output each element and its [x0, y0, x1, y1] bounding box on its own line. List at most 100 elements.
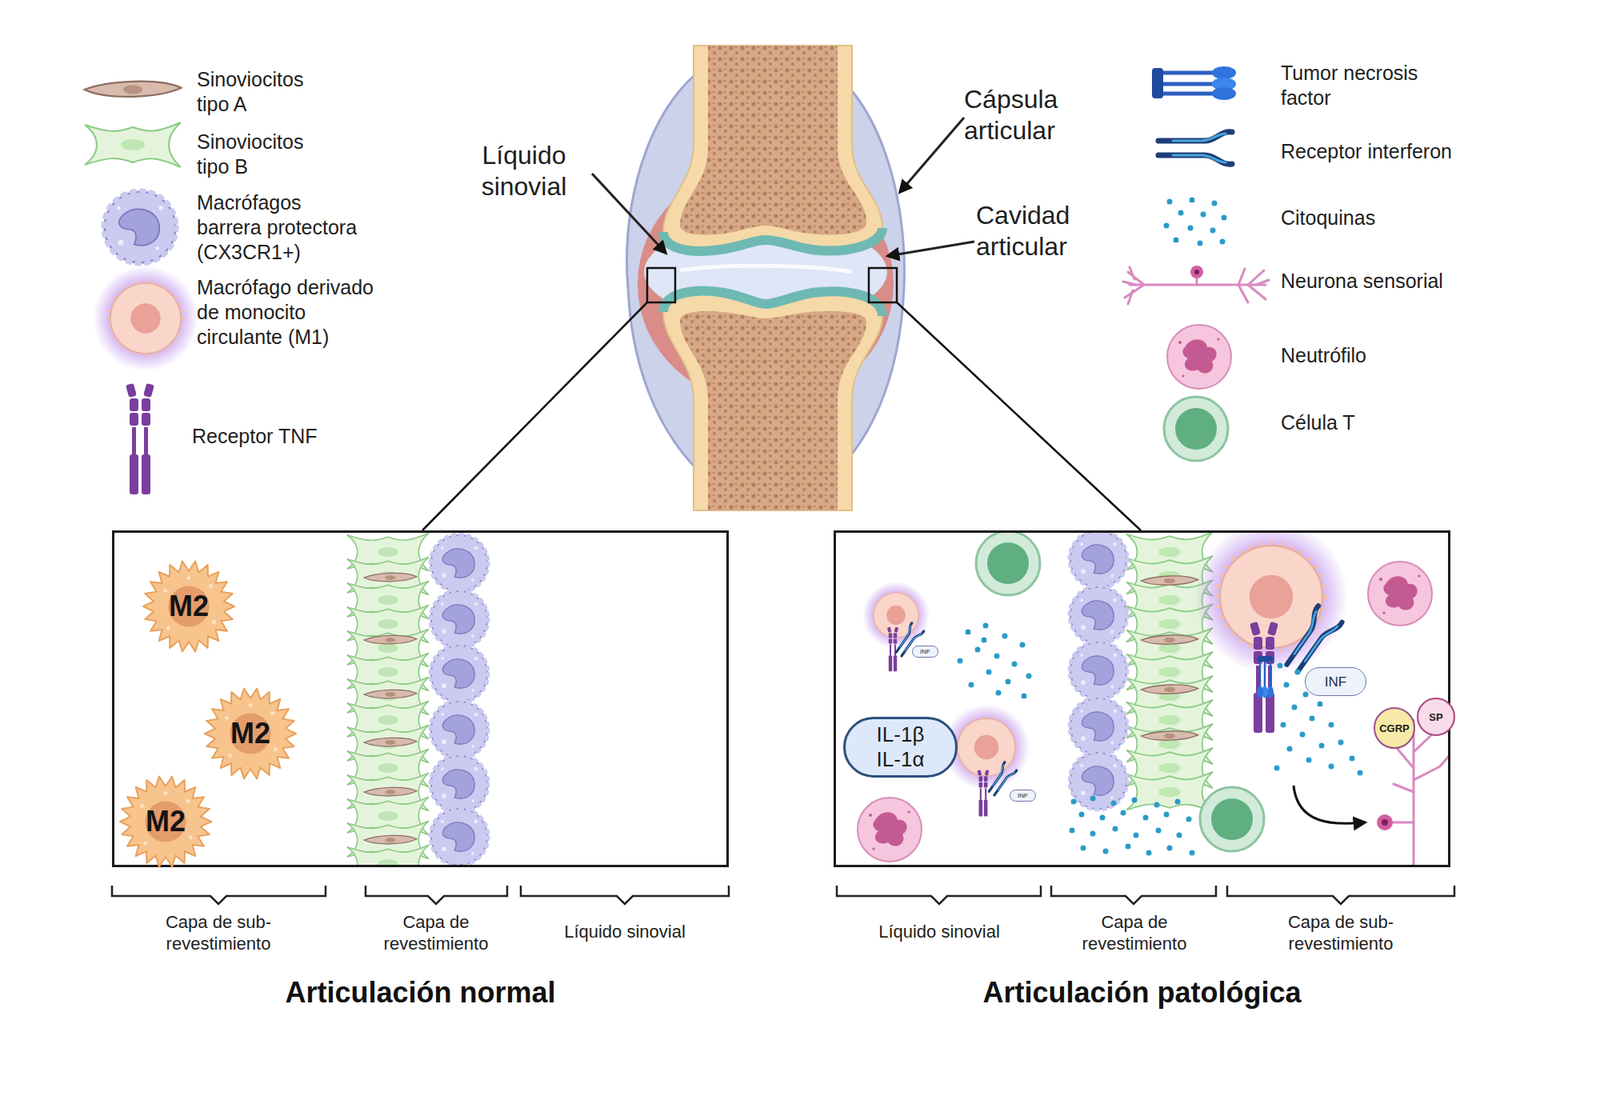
pathological-content [1103, 848, 1109, 855]
legend-item: Receptor TNF [192, 424, 368, 449]
node-text: INF [920, 648, 931, 656]
interferon-pill: INF [1304, 667, 1367, 696]
legend-samples [1158, 132, 1232, 164]
layer-label: Capa de sub-revestimiento [130, 912, 307, 956]
joint-illustration [680, 311, 867, 511]
legend-samples [1152, 66, 1236, 100]
legend-samples [84, 81, 182, 97]
legend-item: Macrófagos barrera protectora (CX3CR1+) [196, 190, 369, 265]
pathological-content [1328, 764, 1335, 770]
legend-samples [1212, 200, 1218, 207]
layer-brackets [520, 885, 729, 904]
pathological-content [1069, 697, 1128, 756]
pathological-content [976, 531, 1040, 596]
pathological-content [1338, 740, 1344, 746]
pathological-content [1080, 845, 1087, 852]
layer-brackets [836, 885, 1041, 904]
m2-granule [273, 747, 278, 752]
layer-label: Capa de sub-revestimiento [1252, 912, 1429, 956]
legend-item: Receptor interferon [1280, 139, 1521, 164]
pathological-content [1133, 832, 1140, 839]
pathological-content [1186, 816, 1192, 823]
m2-granule [270, 711, 275, 716]
normal-lining [430, 808, 488, 866]
m2-body [120, 776, 212, 868]
m2-granule [164, 791, 168, 796]
pathological-content [1132, 797, 1138, 804]
legend-text: Citoquinas [1280, 206, 1376, 229]
pathological-content [994, 653, 1000, 660]
pathological-content [1071, 799, 1077, 805]
pathological-content [1357, 770, 1364, 776]
node-text: M2 [230, 716, 271, 751]
normal-lining [364, 572, 417, 581]
pathological-content [887, 627, 899, 672]
pathological-content [1002, 633, 1008, 640]
pathological-content [857, 797, 922, 862]
pathological-content [968, 682, 975, 688]
pathological-content [986, 669, 992, 676]
legend-samples [1167, 324, 1232, 389]
layer-brackets [1227, 885, 1455, 904]
m2-granule [163, 588, 168, 593]
normal-lining [430, 700, 488, 759]
legend-samples [1194, 269, 1200, 275]
legend-samples [1189, 197, 1196, 204]
pathological-content [976, 769, 989, 816]
pathological-content [965, 629, 972, 636]
pathological-content [1189, 850, 1196, 856]
neuropeptide-circle: CGRP [1373, 707, 1416, 749]
node-text: M2 [145, 804, 186, 839]
pathological-content [1412, 720, 1416, 867]
legend-samples [84, 66, 1270, 495]
normal-lining [364, 689, 417, 698]
legend-text: Neutrófilo [1280, 344, 1367, 367]
pathological-content [1111, 800, 1117, 807]
pathological-content [1020, 642, 1026, 648]
legend-samples [1238, 268, 1269, 303]
m2-nucleus [144, 800, 186, 842]
pathological-content [1140, 576, 1199, 585]
legend-samples [1167, 199, 1173, 205]
pathological-content [1280, 605, 1342, 677]
legend-samples [92, 265, 199, 372]
m2-granule [224, 716, 229, 720]
pathological-content [1120, 810, 1127, 816]
pathological-content [1368, 561, 1432, 626]
m2-granule [187, 576, 192, 580]
anatomy-label: Cápsula articular [964, 84, 1092, 147]
pathological-content [1069, 752, 1128, 810]
pathological-content [857, 531, 1450, 867]
m2-macrophage: M2 [118, 774, 213, 869]
normal-lining [347, 532, 488, 867]
pathological-content [1079, 812, 1085, 818]
pathological-content [1143, 815, 1149, 821]
legend-text: Receptor interferon [1280, 140, 1452, 163]
pathological-content [1319, 743, 1325, 749]
pathological-content [1069, 531, 1128, 588]
pathological-content [1112, 826, 1119, 832]
pathological-content [1280, 722, 1287, 728]
m2-nucleus [229, 712, 271, 754]
joint-illustration [888, 241, 975, 256]
normal-lining [430, 755, 488, 813]
interferon-pill: INF [912, 645, 939, 658]
pathological-content [1284, 682, 1290, 688]
pathological-content [1317, 701, 1324, 708]
legend-samples [1173, 237, 1180, 244]
layer-label: Líquido sinovial [520, 921, 729, 944]
joint-illustration [422, 45, 1141, 531]
legend-text: Neurona sensorial [1280, 269, 1444, 292]
pathological-content [957, 658, 964, 664]
legend-samples [103, 190, 176, 264]
pathological-content [1140, 684, 1199, 694]
pathological-content [1176, 832, 1183, 839]
pathological-content [983, 623, 989, 629]
pathological-content [1069, 828, 1076, 834]
panel-pathological: Articulación patológicaINFIL-1β IL-1αINF… [833, 530, 1451, 868]
layer-brackets [365, 885, 508, 904]
m2-body [143, 561, 235, 652]
pathological-content [1090, 831, 1096, 837]
m2-granule [208, 584, 213, 588]
